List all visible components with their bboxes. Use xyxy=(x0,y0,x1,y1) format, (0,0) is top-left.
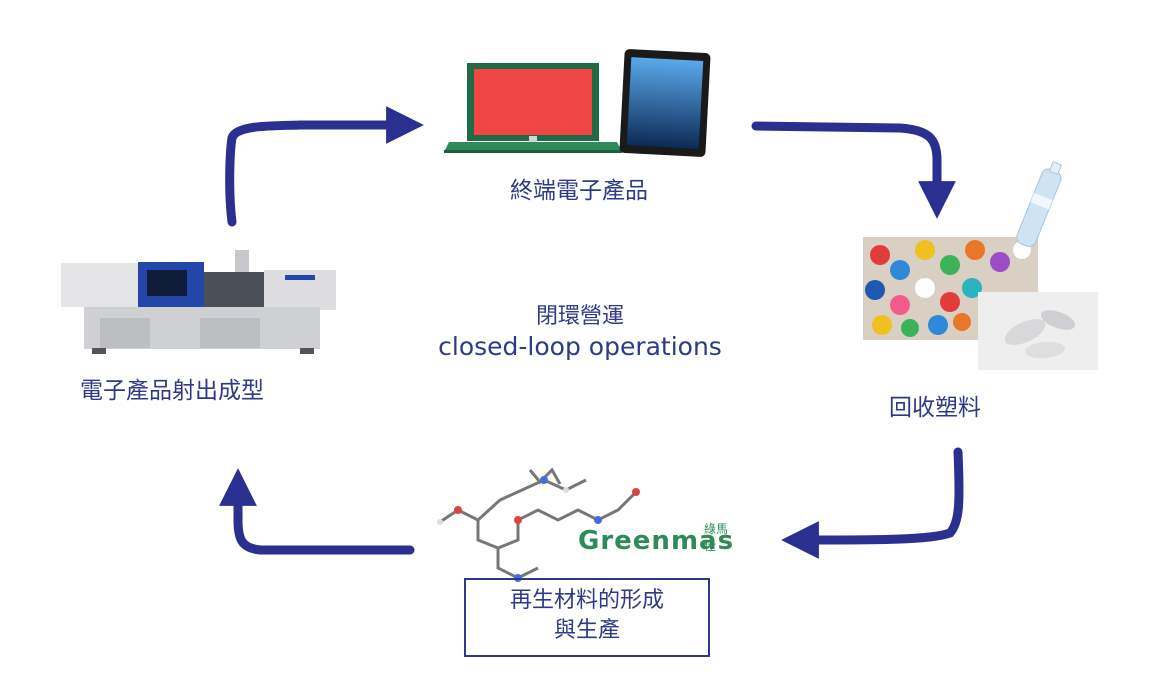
label-injection-molding: 電子產品射出成型 xyxy=(80,378,264,404)
logo-text: Greenmas xyxy=(578,526,735,556)
recycled-material-line2: 與生產 xyxy=(553,618,620,643)
arrow-top-left xyxy=(225,106,424,227)
tablet-image xyxy=(619,49,711,157)
logo-subtext: 綠馬仕 xyxy=(704,522,729,553)
center-title-en: closed-loop operations xyxy=(438,332,722,361)
arrow-bottom-left xyxy=(219,468,415,555)
white-plastic-image xyxy=(978,292,1098,370)
molecule-image xyxy=(437,467,640,582)
recycled-material-box: 再生材料的形成 與生產 xyxy=(464,578,710,657)
label-recycled-plastic: 回收塑料 xyxy=(889,395,981,421)
recycled-material-line1: 再生材料的形成 xyxy=(509,588,664,613)
plastic-bottle-image xyxy=(1016,161,1063,248)
plastic-caps-image xyxy=(863,237,1038,340)
center-title-zh: 閉環營運 xyxy=(535,304,624,329)
laptop-image xyxy=(444,63,622,153)
injection-molding-machine-image xyxy=(61,250,336,354)
arrow-bottom-right xyxy=(781,447,964,559)
greenmas-logo: Greenmas 綠馬仕 xyxy=(578,522,735,556)
arrow-top-right xyxy=(751,121,956,219)
label-terminal-products: 終端電子產品 xyxy=(510,178,648,204)
